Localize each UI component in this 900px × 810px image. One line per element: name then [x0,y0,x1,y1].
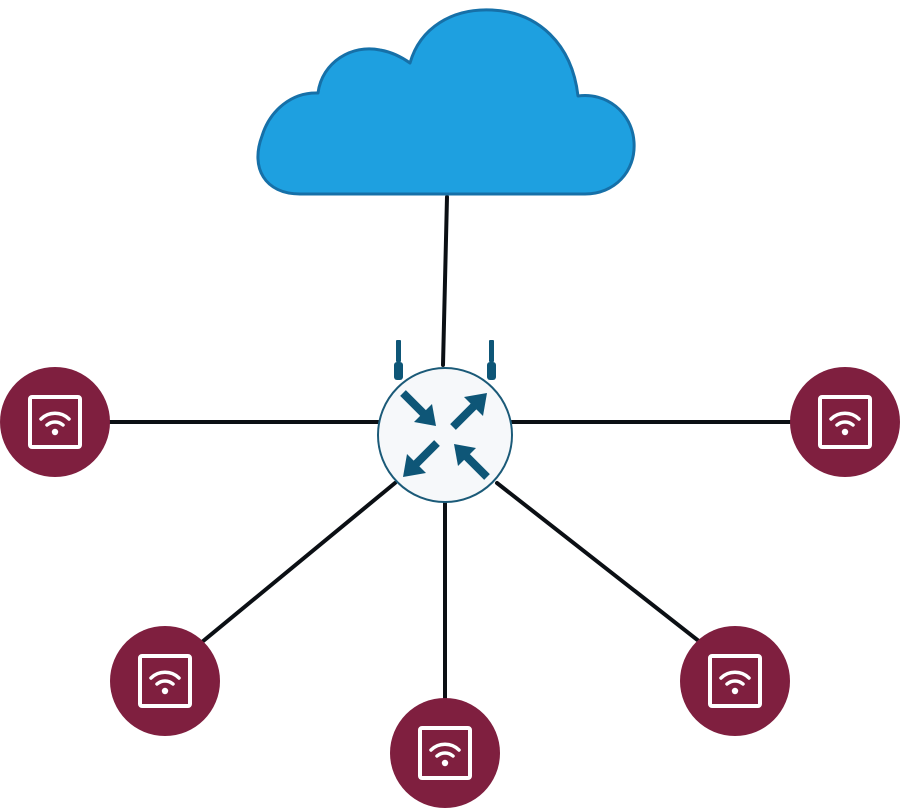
link-router-cloud [441,195,449,367]
link-router-ap-bottom-left [200,481,397,644]
router-antenna-left [394,340,403,380]
ap-bottom-left-wifi-icon [108,624,222,738]
cloud-icon [256,8,636,196]
router-antenna-right [487,340,496,380]
links [106,195,794,704]
ap-bottom-right-wifi-icon [678,624,792,738]
router-icon [377,340,513,503]
ap-right-wifi-icon [788,365,900,479]
router-arrows [400,390,490,480]
link-router-ap-bottom-right [495,481,702,644]
ap-bottom-center-wifi-icon [388,696,502,810]
ap-left-wifi-icon [0,365,112,479]
